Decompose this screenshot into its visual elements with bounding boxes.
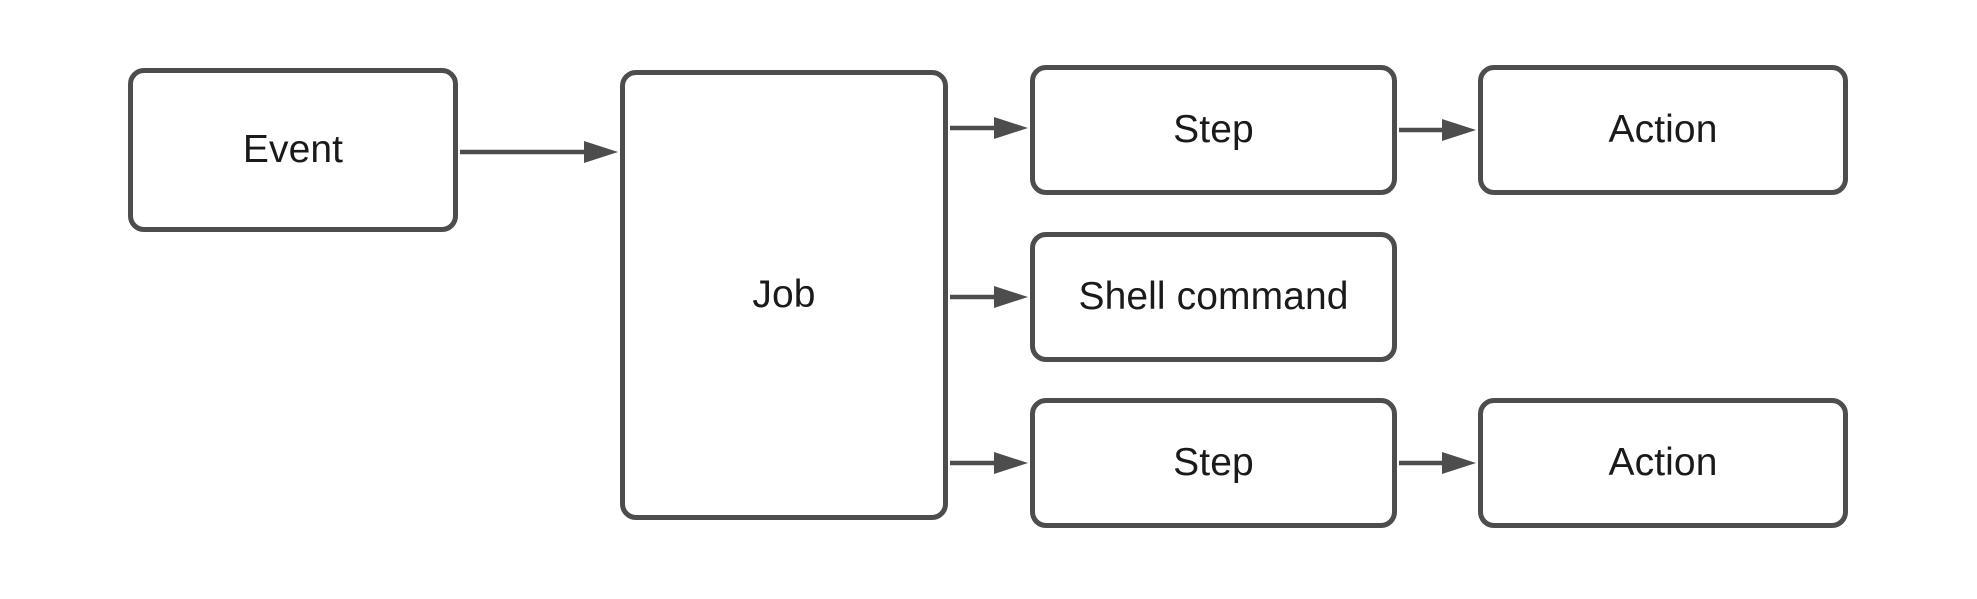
node-label-action-bottom: Action (1608, 440, 1718, 484)
arrowhead-icon (994, 117, 1028, 139)
node-label-action-top: Action (1608, 107, 1718, 151)
edge-job-to-step-top (950, 117, 1028, 139)
edge-step-bottom-to-action (1399, 452, 1476, 474)
node-action-top[interactable]: Action (1478, 65, 1848, 195)
node-label-step-top: Step (1173, 107, 1254, 151)
arrowhead-icon (1442, 452, 1476, 474)
edge-job-to-step-bottom (950, 452, 1028, 474)
node-event[interactable]: Event (128, 68, 458, 232)
edge-event-to-job (460, 141, 618, 163)
node-step-top[interactable]: Step (1030, 65, 1397, 195)
node-label-shell: Shell command (1078, 274, 1349, 318)
node-step-bottom[interactable]: Step (1030, 398, 1397, 528)
node-label-step-bottom: Step (1173, 440, 1254, 484)
arrowhead-icon (1442, 119, 1476, 141)
edge-step-top-to-action (1399, 119, 1476, 141)
edge-job-to-shell (950, 286, 1028, 308)
node-label-event: Event (242, 127, 344, 171)
arrowhead-icon (584, 141, 618, 163)
node-action-bottom[interactable]: Action (1478, 398, 1848, 528)
node-label-job: Job (752, 272, 816, 316)
arrowhead-icon (994, 452, 1028, 474)
node-job[interactable]: Job (620, 70, 948, 520)
arrowhead-icon (994, 286, 1028, 308)
node-shell[interactable]: Shell command (1030, 232, 1397, 362)
